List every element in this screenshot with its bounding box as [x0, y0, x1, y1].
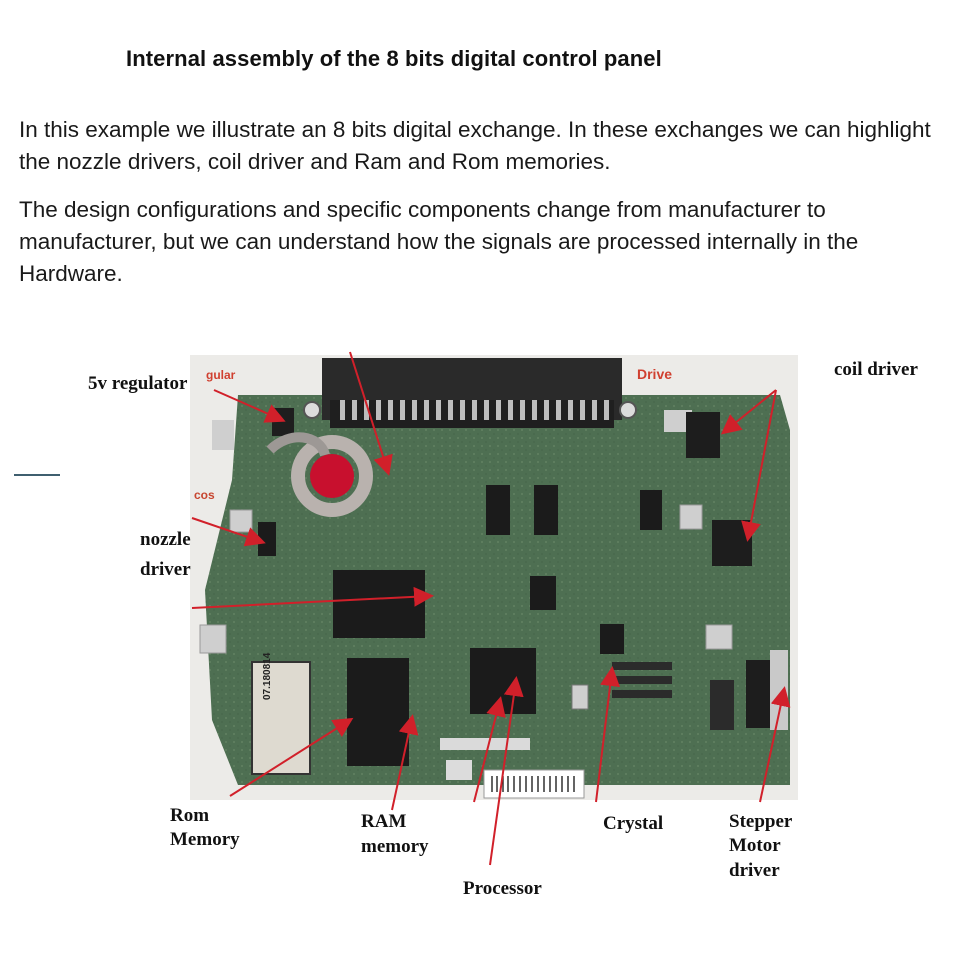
ring-coil	[291, 435, 373, 517]
label-ram-line2: memory	[361, 836, 429, 857]
rom-chip-code: 07.180814	[262, 652, 273, 700]
regulator-component	[272, 408, 294, 436]
label-stepper-line3: driver	[729, 860, 780, 881]
crystal-arrow	[595, 666, 621, 803]
intro-paragraph: In this example we illustrate an 8 bits …	[19, 117, 931, 174]
board-mark-cos: cos	[194, 488, 215, 502]
label-nozzle-line2: driver	[140, 559, 191, 580]
design-paragraph: The design configurations and specific c…	[19, 197, 859, 286]
coil-driver-bottom	[712, 520, 752, 566]
processor-arrow-b	[473, 696, 506, 803]
label-rom-line2: Memory	[170, 829, 240, 850]
ram-chip	[347, 658, 409, 766]
label-coil-driver: coil driver	[834, 359, 918, 380]
nozzle-arrow-a	[191, 517, 266, 547]
circuit-board-figure: gular Drive cos 07.180814 5v regulator c…	[0, 340, 960, 960]
ram-arrow	[391, 714, 419, 811]
regulator-arrow	[213, 389, 286, 423]
rom-arrow	[229, 717, 354, 797]
circuit-board-illustration	[190, 351, 798, 866]
stepper-arrow	[759, 686, 791, 803]
processor-arrow	[489, 676, 524, 866]
connector-pins	[340, 400, 609, 420]
label-nozzle-line1: nozzle	[140, 529, 191, 550]
label-stepper-line2: Motor	[729, 835, 781, 856]
processor-chip	[470, 648, 536, 714]
label-crystal: Crystal	[603, 813, 664, 834]
rom-chip	[251, 661, 311, 775]
crystal-component	[571, 684, 589, 710]
label-ram-line1: RAM	[361, 811, 407, 832]
coil-arrow-a	[720, 389, 777, 435]
board-mark-gular: gular	[206, 368, 236, 382]
document-title: Internal assembly of the 8 bits digital …	[126, 46, 662, 71]
connector-arrow	[349, 351, 393, 476]
coil-arrow-b	[741, 389, 777, 542]
board-mark-drive: Drive	[637, 366, 673, 382]
label-5v-regulator: 5v regulator	[88, 373, 188, 394]
pointer-arrows	[191, 351, 791, 866]
label-stepper-line1: Stepper	[729, 811, 793, 832]
coil-driver-top	[686, 412, 720, 458]
nozzle-arrow-b	[191, 586, 434, 609]
label-processor: Processor	[463, 878, 542, 899]
label-rom-line1: Rom	[170, 805, 210, 826]
side-dash	[14, 474, 60, 476]
main-ic	[333, 570, 425, 638]
